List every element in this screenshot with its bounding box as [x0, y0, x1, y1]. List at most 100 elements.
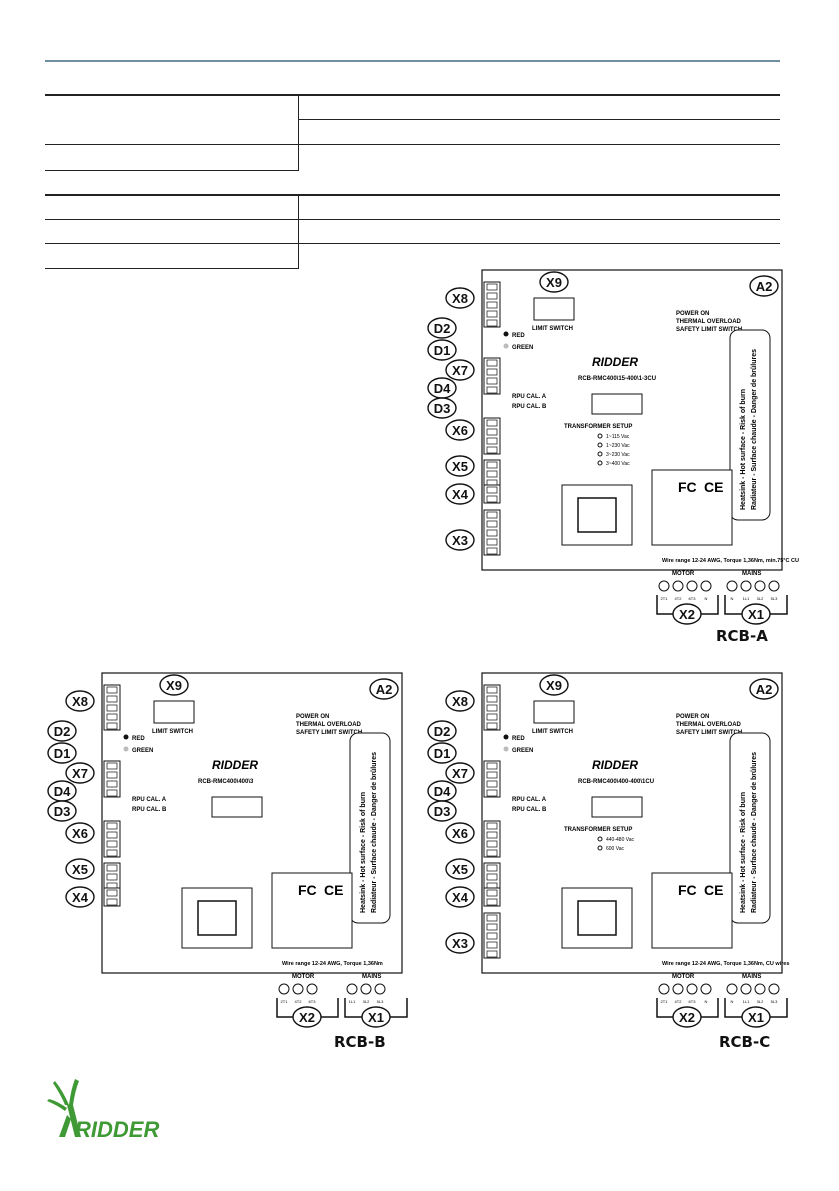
mains-terminal	[360, 983, 372, 995]
connector-autom-control-pin	[486, 437, 498, 445]
connector-ptc-pin	[486, 898, 498, 906]
connector-man-control-pin	[106, 686, 118, 694]
callout-d3: D3	[434, 401, 451, 416]
callout-x6-circle	[65, 822, 95, 844]
setup-jumper	[597, 836, 603, 842]
legend-safety: SAFETY LIMIT SWITCH	[296, 730, 362, 736]
callout-a2: A2	[756, 279, 773, 294]
callout-x9: X9	[166, 678, 182, 693]
setup-option: 1~230 Vac	[606, 443, 630, 449]
motor-terminal-label: 6T3	[309, 999, 317, 1004]
fc-mark: FC	[298, 882, 317, 898]
wire-range-text: Wire range 12-24 AWG, Torque 1,36Nm, min…	[662, 558, 800, 564]
callout-x4: X4	[72, 890, 89, 905]
connector-autom-control-pin	[486, 419, 498, 427]
certification-box	[651, 469, 733, 546]
label-transformer-setup: TRANSFORMER SETUP	[564, 424, 632, 430]
connector-fault-out-pin	[106, 864, 118, 872]
connector-man-control-pin	[486, 713, 498, 721]
mains-terminal	[346, 983, 358, 995]
callout-x8: X8	[452, 291, 468, 306]
warning-text-1: Heatsink - Hot surface - Risk of burn	[360, 792, 367, 913]
connector-man-control-pin	[486, 704, 498, 712]
warning-text-1: Heatsink - Hot surface - Risk of burn	[740, 389, 747, 510]
motor-terminal	[686, 580, 698, 592]
connector-autom-control-pin	[486, 446, 498, 454]
callout-x4-circle	[445, 886, 475, 908]
connector-rpu-pin	[106, 780, 118, 788]
mains-terminal-label: 5L3	[771, 596, 778, 601]
connector-rpu-pin	[106, 762, 118, 770]
connector-rpu-pin	[106, 771, 118, 779]
wire-range-text: Wire range 12-24 AWG, Torque 1,36Nm	[282, 961, 383, 967]
callout-x7: X7	[452, 363, 468, 378]
callout-x6: X6	[72, 826, 88, 841]
motor-terminal	[686, 983, 698, 995]
transformer-core	[577, 900, 617, 936]
callout-d1-circle	[47, 742, 77, 764]
certification-box	[651, 872, 733, 949]
callout-x3: X3	[452, 533, 468, 548]
callout-x9: X9	[546, 678, 562, 693]
connector-rpu	[103, 760, 121, 798]
connector-autom-control-pin	[106, 849, 118, 857]
callout-a2-circle	[749, 275, 779, 297]
callout-x2-circle	[292, 1006, 322, 1028]
callout-x7-circle	[65, 762, 95, 784]
ridder-logo: RIDDER	[45, 1075, 165, 1145]
connector-man-control-pin	[486, 722, 498, 730]
callout-x1: X1	[748, 607, 764, 622]
connector-ptc-pin	[106, 898, 118, 906]
callout-x3: X3	[452, 936, 468, 951]
callout-x7-circle	[445, 359, 475, 381]
fc-mark: FC	[678, 479, 697, 495]
legend-thermal: THERMAL OVERLOAD	[676, 319, 742, 325]
mains-terminal	[768, 983, 780, 995]
heatsink-warning	[729, 732, 771, 924]
callout-x3-circle	[445, 529, 475, 551]
connector-transformer-pin	[486, 529, 498, 537]
motor-terminal-label: 2T1	[661, 596, 669, 601]
motor-terminal-label: 6T3	[689, 596, 697, 601]
callout-x5: X5	[452, 862, 468, 877]
connector-rpu-pin	[486, 780, 498, 788]
connector-man-control-pin	[106, 713, 118, 721]
connector-autom-control-pin	[486, 822, 498, 830]
label-green: GREEN	[132, 748, 153, 754]
motor-terminal-label: 6T3	[689, 999, 697, 1004]
label-mains: MAINS	[742, 571, 761, 577]
callout-d2-circle	[47, 720, 77, 742]
callout-x5-circle	[65, 858, 95, 880]
label-rpu-cal-b: RPU CAL. B	[512, 807, 547, 813]
motor-terminal-label: 4T2	[675, 596, 683, 601]
callout-x4-circle	[445, 483, 475, 505]
callout-x9-circle	[159, 674, 189, 696]
connector-rpu	[483, 760, 501, 798]
connector-rpu-pin	[486, 386, 498, 394]
panel-label-rcb-c: RCB-C	[719, 1033, 771, 1051]
connector-rpu-pin	[486, 762, 498, 770]
mains-terminal-label: 5L3	[377, 999, 384, 1004]
warning-text-2: Radiateur - Surface chaude - Danger de b…	[751, 349, 758, 510]
connector-man-control-pin	[486, 686, 498, 694]
callout-a2: A2	[756, 682, 773, 697]
led-green	[503, 746, 509, 752]
setup-jumper	[597, 433, 603, 439]
board-brand: RIDDER	[212, 758, 258, 772]
led-green	[503, 343, 509, 349]
connector-transformer-pin	[486, 520, 498, 528]
callout-x1: X1	[368, 1010, 384, 1025]
led-red	[503, 734, 509, 740]
label-red: RED	[512, 736, 525, 742]
motor-terminal	[278, 983, 290, 995]
callout-d1-circle	[427, 339, 457, 361]
label-red: RED	[132, 736, 145, 742]
warning-text-2: Radiateur - Surface chaude - Danger de b…	[371, 752, 378, 913]
mains-terminal-label: 1L1	[349, 999, 356, 1004]
callout-d3-circle	[427, 397, 457, 419]
callout-x5: X5	[72, 862, 88, 877]
callout-x6-circle	[445, 419, 475, 441]
callout-x2-circle	[672, 603, 702, 625]
connector-transformer-pin	[486, 950, 498, 958]
motor-terminal	[306, 983, 318, 995]
